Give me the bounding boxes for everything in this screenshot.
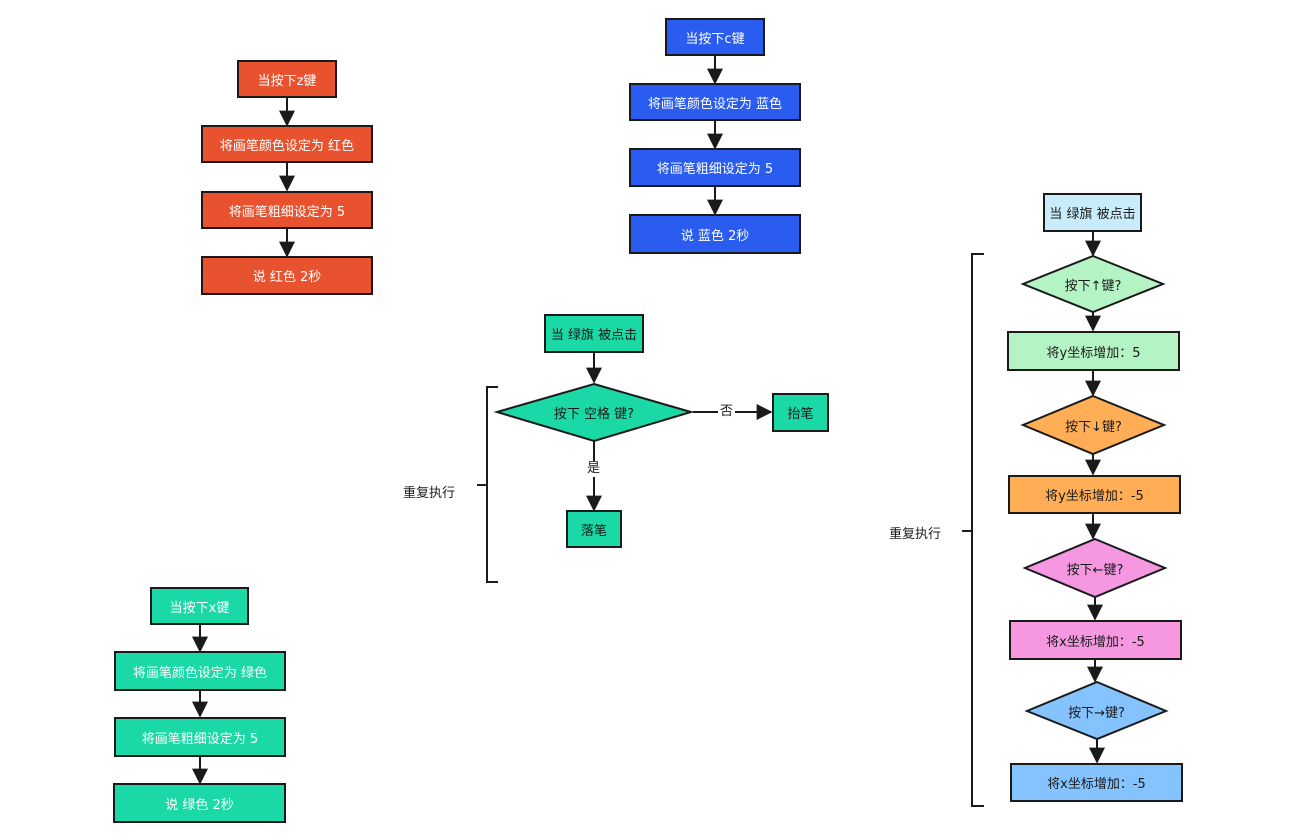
red-set-color-block: 将画笔颜色设定为 红色 — [201, 125, 373, 163]
up-action-block: 将y坐标增加：5 — [1007, 331, 1180, 371]
green-say-block: 说 绿色 2秒 — [113, 783, 286, 823]
green-set-color-block: 将画笔颜色设定为 绿色 — [114, 651, 286, 691]
move-start-block: 当 绿旗 被点击 — [1043, 193, 1142, 232]
pen-loop-label: 重复执行 — [401, 486, 458, 502]
up-decision-diamond — [1020, 254, 1166, 314]
down-action-block: 将y坐标增加：-5 — [1008, 475, 1181, 514]
blue-trigger-block: 当按下c键 — [665, 18, 765, 56]
red-say-block: 说 红色 2秒 — [201, 256, 373, 295]
green-trigger-block: 当按下x键 — [150, 587, 249, 625]
green-set-size-block: 将画笔粗细设定为 5 — [114, 717, 286, 757]
pen-up-block: 抬笔 — [772, 393, 829, 432]
move-loop-bracket — [962, 253, 984, 807]
red-set-size-block: 将画笔粗细设定为 5 — [201, 191, 373, 229]
pen-loop-bracket — [477, 386, 498, 583]
down-decision-diamond — [1020, 394, 1167, 456]
pen-start-block: 当 绿旗 被点击 — [544, 314, 644, 353]
right-action-block: 将x坐标增加：-5 — [1010, 763, 1183, 802]
blue-set-size-block: 将画笔粗细设定为 5 — [629, 148, 801, 187]
move-loop-label: 重复执行 — [887, 527, 944, 543]
left-decision-diamond — [1022, 537, 1168, 599]
pen-no-label: 否 — [718, 404, 736, 420]
blue-set-color-block: 将画笔颜色设定为 蓝色 — [629, 83, 801, 121]
red-trigger-block: 当按下z键 — [237, 60, 337, 98]
pen-down-block: 落笔 — [566, 510, 622, 548]
pen-decision-diamond — [493, 382, 695, 443]
right-decision-diamond — [1024, 680, 1169, 741]
blue-say-block: 说 蓝色 2秒 — [629, 214, 801, 254]
pen-yes-label: 是 — [585, 461, 603, 477]
left-action-block: 将x坐标增加：-5 — [1009, 620, 1182, 660]
